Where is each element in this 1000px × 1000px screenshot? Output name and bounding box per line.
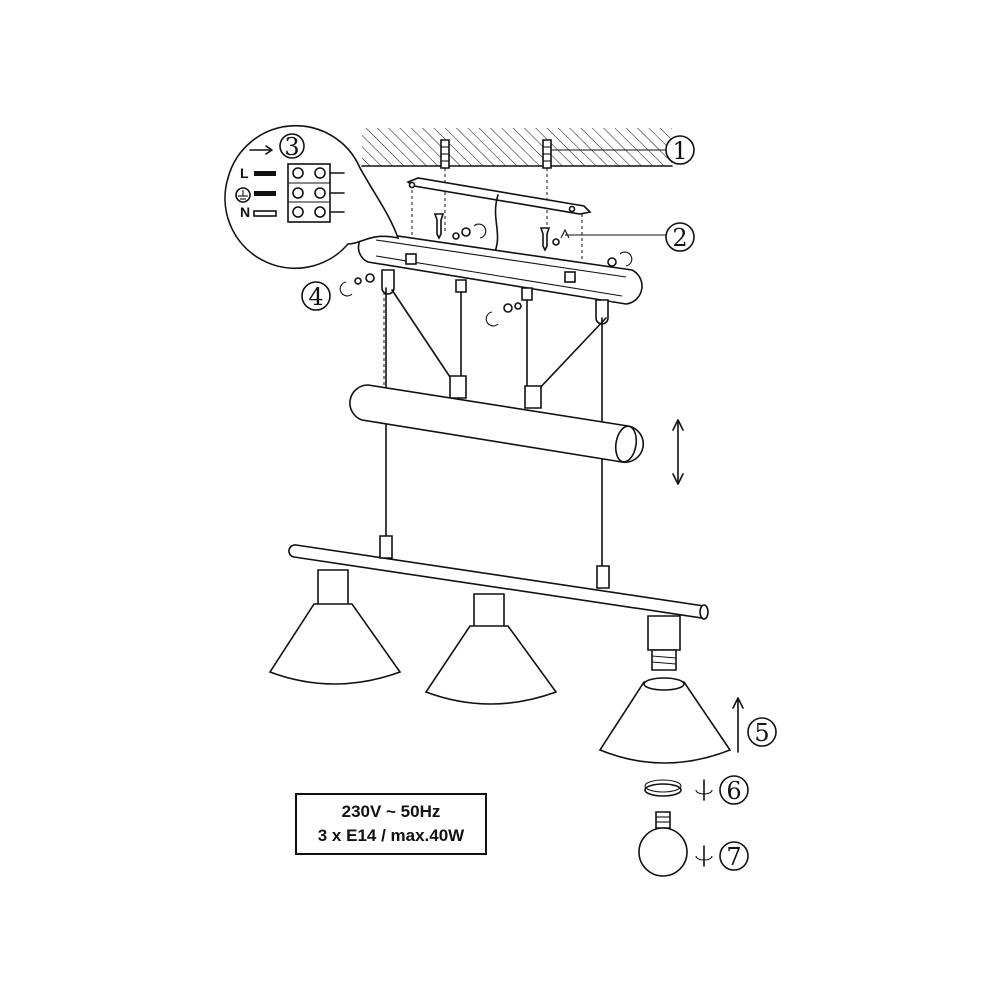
callout-7: 7 — [719, 841, 749, 871]
wall-plug-right — [542, 139, 552, 169]
spec-voltage: 230V ~ 50Hz — [341, 802, 441, 821]
double-arrow-icon — [672, 419, 684, 485]
mounting-bracket — [406, 177, 592, 259]
callout-3-label: 3 — [284, 133, 299, 161]
wire-label-l: L — [240, 165, 249, 181]
callout-2: 2 — [565, 222, 695, 252]
callout-6-label: 6 — [726, 777, 741, 805]
bulb-icon — [638, 811, 688, 877]
spec-label: 230V ~ 50Hz 3 x E14 / max.40W — [295, 793, 487, 855]
spec-bulbs: 3 x E14 / max.40W — [317, 826, 465, 845]
callout-5-label: 5 — [754, 719, 769, 747]
callout-1-label: 1 — [672, 137, 687, 165]
callout-4: 4 — [301, 281, 331, 311]
lamp-socket — [647, 615, 681, 671]
shade-ring — [644, 779, 682, 797]
wall-plug-left — [440, 139, 450, 169]
lamp-bar — [288, 535, 709, 620]
wiring-detail: 3 L N — [224, 124, 400, 270]
canopy — [357, 231, 643, 305]
rotate-arrow-icon — [695, 779, 713, 801]
rotate-arrow-icon — [695, 845, 713, 867]
earth-ground-icon — [235, 187, 251, 203]
callout-5: 5 — [747, 717, 777, 747]
suspension-cables — [381, 269, 609, 569]
callout-2-label: 2 — [672, 224, 687, 252]
screw-icon — [354, 213, 617, 313]
callout-7-label: 7 — [726, 843, 741, 871]
callout-6: 6 — [719, 775, 749, 805]
callout-1: 1 — [551, 135, 695, 165]
middle-bar — [349, 384, 644, 464]
up-arrow-icon — [732, 697, 744, 753]
lampshade-icon — [598, 677, 732, 764]
lampshade-icon — [424, 593, 558, 705]
callout-4-label: 4 — [308, 283, 323, 311]
wire-label-n: N — [240, 204, 250, 220]
ceiling — [361, 128, 673, 167]
lampshade-icon — [268, 569, 402, 685]
